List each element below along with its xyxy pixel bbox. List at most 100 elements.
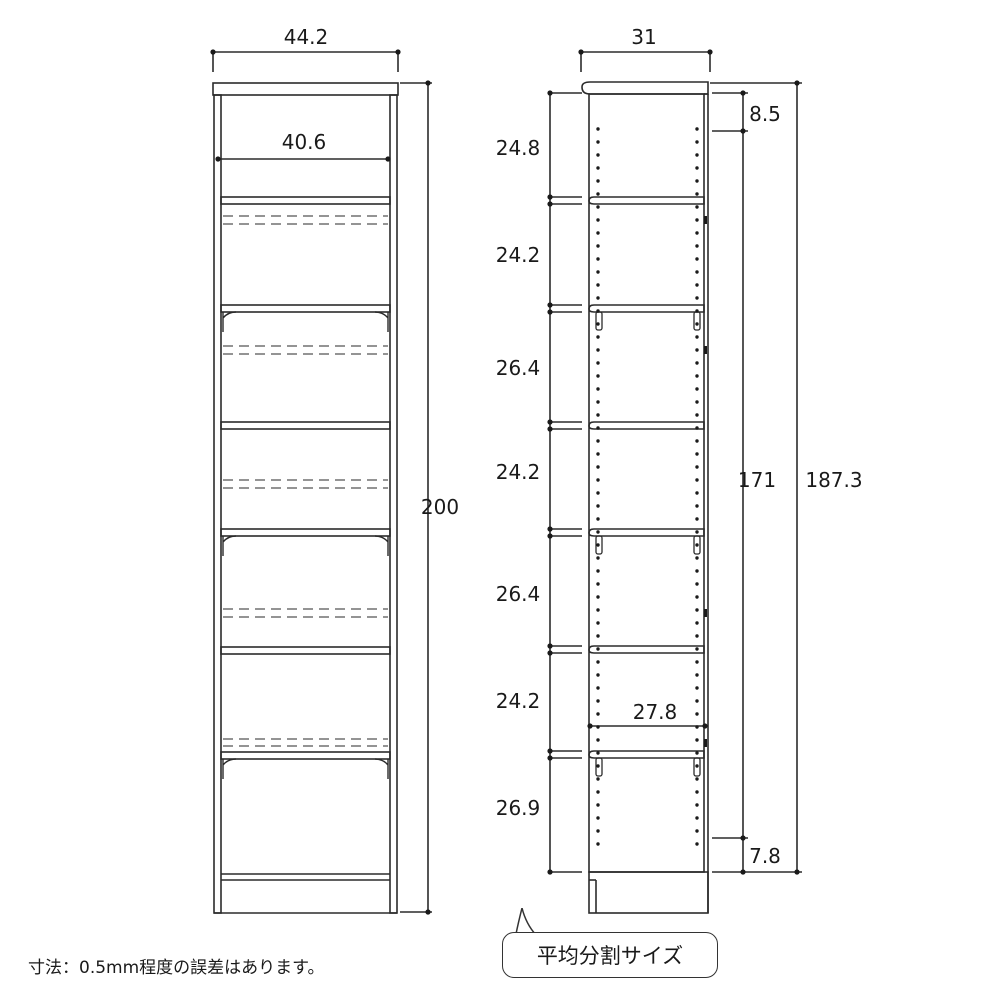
pin-hole-dot [596, 452, 600, 456]
spacing-label-7: 26.9 [496, 796, 541, 820]
side-back-marks [704, 216, 707, 747]
pin-hole-dot [695, 231, 699, 235]
pin-hole-dot [695, 829, 699, 833]
front-top-board [212, 82, 399, 96]
pin-hole-dot [695, 426, 699, 430]
pin-hole-dot [596, 179, 600, 183]
pin-hole-dot [695, 296, 699, 300]
front-right-panel [389, 94, 398, 914]
pin-hole-dot [596, 218, 600, 222]
pin-hole-dot [695, 790, 699, 794]
pin-hole-dot [596, 309, 600, 313]
side-shelf-depth-label: 27.8 [633, 700, 678, 724]
pin-hole-dot [695, 348, 699, 352]
pin-hole-dot [596, 127, 600, 131]
side-spacing-ticks [550, 92, 582, 873]
pin-hole-dot [695, 413, 699, 417]
pin-hole-dot [695, 257, 699, 261]
side-panel-height-label: 187.3 [805, 468, 862, 492]
spacing-label-3: 26.4 [496, 356, 541, 380]
pin-hole-dot [695, 621, 699, 625]
pin-hole-dot [695, 660, 699, 664]
pin-hole-dot [596, 829, 600, 833]
spacing-label-1: 24.8 [496, 136, 541, 160]
pin-hole-dot [695, 361, 699, 365]
pin-hole-dot [596, 556, 600, 560]
side-pin-holes [596, 127, 699, 846]
spacing-label-6: 24.2 [496, 689, 541, 713]
pin-hole-dot [596, 439, 600, 443]
pin-hole-dot [596, 387, 600, 391]
pin-hole-dot [596, 530, 600, 534]
pin-hole-dot [596, 166, 600, 170]
pin-hole-dot [695, 738, 699, 742]
pin-hole-dot [695, 244, 699, 248]
pin-hole-dot [596, 361, 600, 365]
pin-hole-dot [695, 816, 699, 820]
side-view [547, 49, 802, 914]
pin-hole-dot [695, 530, 699, 534]
pin-hole-dot [695, 725, 699, 729]
pin-hole-dot [596, 296, 600, 300]
pin-hole-dot [695, 153, 699, 157]
side-shelves [588, 196, 705, 759]
pin-hole-dot [596, 673, 600, 677]
pin-hole-dot [596, 140, 600, 144]
pin-hole-dot [596, 348, 600, 352]
front-overall-height-label: 200 [421, 495, 459, 519]
pin-hole-dot [695, 582, 699, 586]
pin-hole-dot [596, 413, 600, 417]
pin-hole-dot [695, 842, 699, 846]
pin-hole-dot [695, 634, 699, 638]
pin-hole-dot [695, 192, 699, 196]
pin-hole-dot [695, 465, 699, 469]
pin-hole-dot [596, 283, 600, 287]
side-bottom-offset-label: 7.8 [749, 844, 781, 868]
pin-hole-dot [596, 569, 600, 573]
pin-hole-dot [695, 556, 699, 560]
pin-hole-dot [596, 335, 600, 339]
pin-hole-dot [695, 504, 699, 508]
pin-hole-dot [695, 283, 699, 287]
pin-hole-dot [596, 816, 600, 820]
pin-hole-dot [596, 465, 600, 469]
pin-hole-dot [596, 790, 600, 794]
spacing-label-4: 24.2 [496, 460, 541, 484]
pin-hole-dot [596, 491, 600, 495]
side-base [588, 871, 709, 914]
front-shelf-brackets [222, 311, 389, 779]
side-spacing-labels: 24.8 24.2 26.4 24.2 26.4 24.2 26.9 [496, 136, 541, 820]
pin-hole-dot [695, 205, 699, 209]
side-top-board [581, 81, 709, 95]
front-shelves [220, 196, 391, 760]
pin-hole-dot [596, 322, 600, 326]
pin-hole-dot [695, 127, 699, 131]
pin-hole-dot [695, 374, 699, 378]
pin-hole-dot [695, 673, 699, 677]
pin-hole-dot [695, 595, 699, 599]
pin-hole-dot [596, 400, 600, 404]
pin-hole-dot [695, 764, 699, 768]
front-view [210, 49, 432, 915]
pin-hole-dot [596, 231, 600, 235]
pin-hole-dot [596, 660, 600, 664]
pin-hole-dot [695, 322, 699, 326]
pin-hole-dot [596, 426, 600, 430]
pin-hole-dot [596, 764, 600, 768]
pin-hole-dot [695, 608, 699, 612]
pin-hole-dot [596, 543, 600, 547]
pin-hole-dot [596, 647, 600, 651]
pin-hole-dot [695, 803, 699, 807]
pin-hole-dot [695, 491, 699, 495]
spacing-label-2: 24.2 [496, 243, 541, 267]
pin-hole-dot [695, 478, 699, 482]
pin-hole-dot [695, 751, 699, 755]
side-top-offset-label: 8.5 [749, 102, 781, 126]
pin-hole-dot [695, 179, 699, 183]
pin-hole-dot [596, 803, 600, 807]
pin-hole-dot [695, 686, 699, 690]
pin-hole-dot [596, 270, 600, 274]
pin-hole-dot [596, 504, 600, 508]
front-left-panel [213, 94, 222, 914]
pin-hole-dot [596, 725, 600, 729]
